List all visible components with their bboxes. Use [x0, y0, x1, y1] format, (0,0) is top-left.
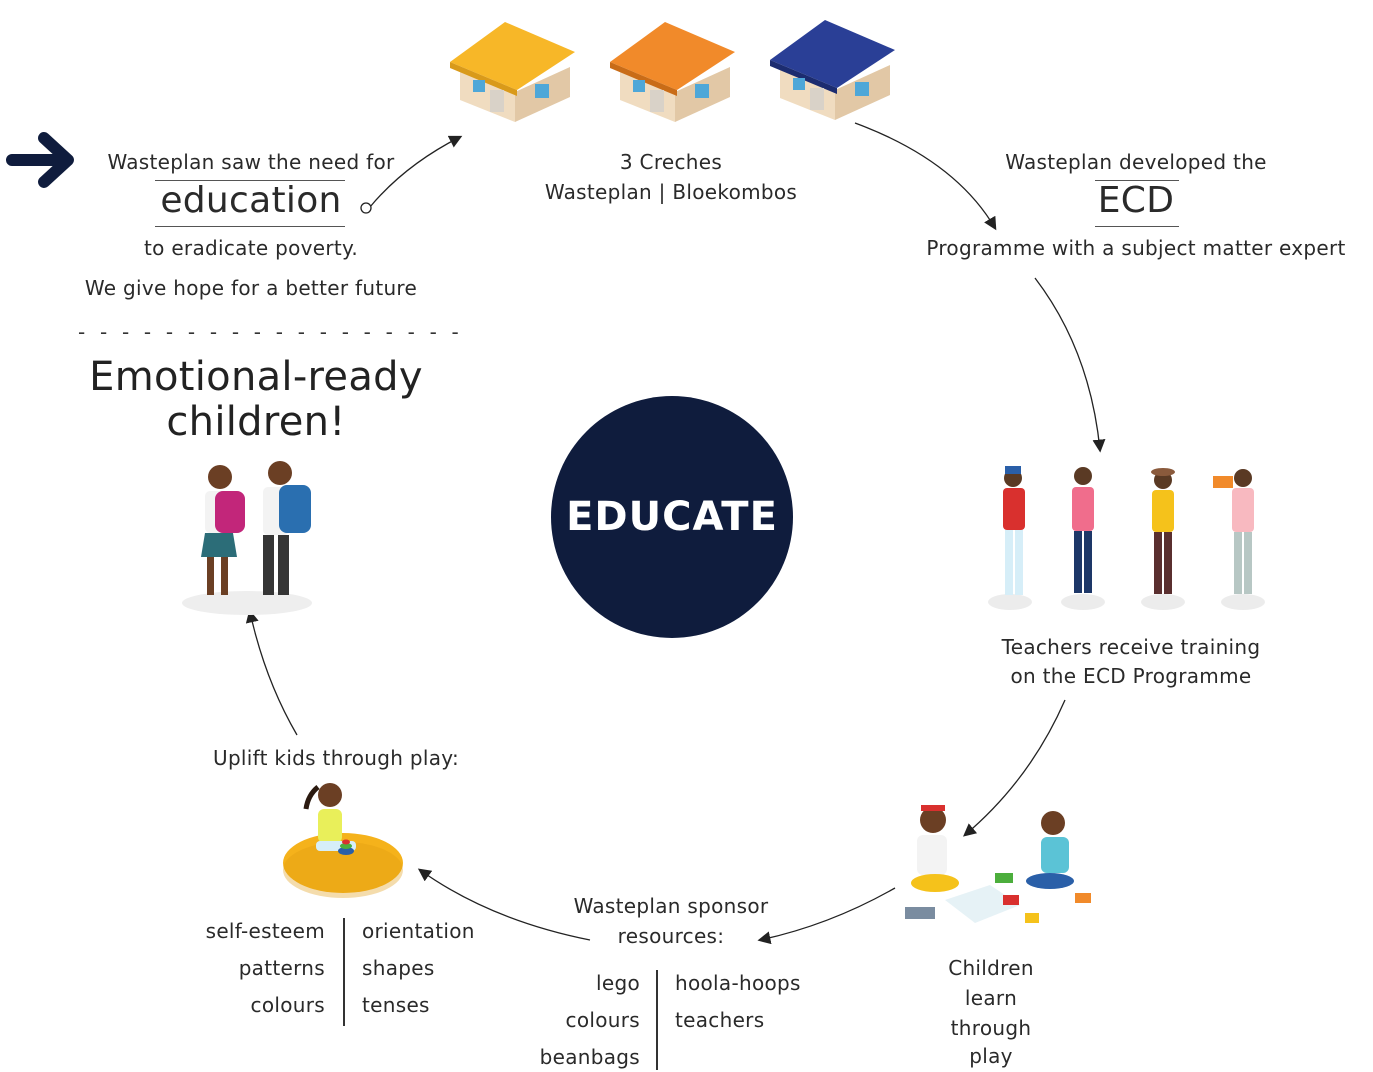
- arrow-education-to-creches: [369, 135, 463, 208]
- uplift-title: Uplift kids through play:: [213, 746, 460, 770]
- children-line4: play: [969, 1044, 1013, 1068]
- keyword-rule-top: [155, 180, 345, 181]
- educate-circle: EDUCATE: [551, 396, 793, 638]
- right-arrow-icon: [6, 132, 74, 188]
- ecd-rule-bottom: [1095, 226, 1179, 227]
- ecd-line2: Programme with a subject matter expert: [926, 236, 1346, 260]
- headline-line2: children!: [166, 399, 346, 445]
- uplift-left-3: colours: [250, 993, 325, 1017]
- intro-line2: to eradicate poverty.: [143, 236, 358, 260]
- children-playing-lego-icon: [905, 805, 1091, 923]
- house-yellow-icon: [450, 20, 575, 122]
- educate-label: EDUCATE: [566, 494, 778, 540]
- girl-on-beanbag-icon: [283, 783, 403, 898]
- teachers-group-icon: [988, 466, 1265, 610]
- ecd-rule-top: [1095, 180, 1179, 181]
- arrow-creches-to-ecd: [854, 122, 997, 231]
- arrow-children-to-sponsor: [757, 887, 896, 945]
- keyword-ecd: ECD: [1097, 180, 1175, 221]
- keyword-education: education: [160, 180, 342, 221]
- uplift-right-3: tenses: [362, 993, 430, 1017]
- teachers-line1: Teachers receive training: [1001, 635, 1261, 659]
- arrow-ecd-to-teachers: [1034, 277, 1106, 453]
- uplift-right-1: orientation: [362, 919, 475, 943]
- creches-line1: 3 Creches: [619, 150, 723, 174]
- uplift-divider: [343, 918, 345, 1026]
- intro-line1: Wasteplan saw the need for: [107, 150, 395, 174]
- teachers-line2: on the ECD Programme: [1010, 664, 1252, 688]
- divider: - - - - - - - - - - - - - - - - - -: [78, 320, 463, 344]
- children-line2: learn: [964, 986, 1018, 1010]
- uplift-right-2: shapes: [362, 956, 435, 980]
- intro-line3: We give hope for a better future: [84, 276, 418, 300]
- arrow-teachers-to-children: [963, 699, 1066, 837]
- sponsor-line2: resources:: [617, 924, 725, 948]
- arrow-uplift-to-students: [245, 609, 298, 736]
- ecd-line1: Wasteplan developed the: [1005, 150, 1267, 174]
- arrow-sponsor-to-uplift: [417, 868, 591, 941]
- uplift-left-1: self-esteem: [205, 919, 325, 943]
- sponsor-divider: [656, 970, 658, 1070]
- sponsor-left-3: beanbags: [539, 1045, 640, 1069]
- house-orange-icon: [610, 20, 735, 122]
- uplift-left-2: patterns: [238, 956, 325, 980]
- children-line3: through: [950, 1016, 1032, 1040]
- sponsor-right-2: teachers: [675, 1008, 765, 1032]
- arrow-start-dot: [360, 202, 372, 214]
- house-blue-icon: [770, 18, 895, 120]
- sponsor-left-2: colours: [565, 1008, 640, 1032]
- sponsor-left-1: lego: [596, 971, 640, 995]
- keyword-rule-bottom: [155, 226, 345, 227]
- children-line1: Children: [948, 956, 1034, 980]
- sponsor-right-1: hoola-hoops: [675, 971, 801, 995]
- creches-line2: Wasteplan | Bloekombos: [544, 180, 798, 204]
- headline-line1: Emotional-ready: [89, 354, 423, 400]
- students-with-backpacks-icon: [182, 461, 312, 615]
- sponsor-line1: Wasteplan sponsor: [573, 894, 769, 918]
